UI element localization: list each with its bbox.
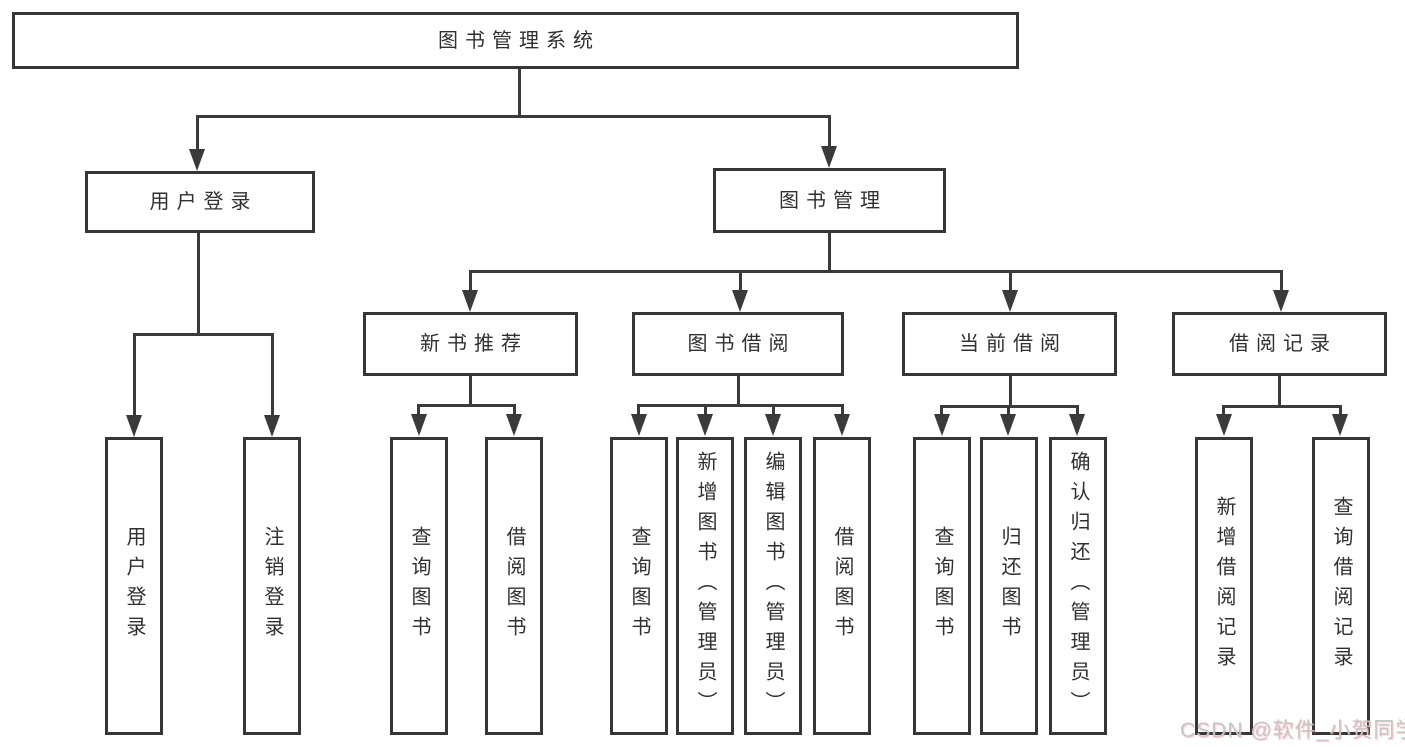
node-book-management-label: 图书管理 [779,189,887,212]
leaf-return-book: 归还图书 [980,437,1038,735]
connector-shaft [637,404,640,417]
arrowhead [697,414,713,436]
root-node-label: 图书管理系统 [438,29,600,52]
leaf-user-login: 用户登录 [105,437,163,735]
node-borrow-record-label: 借阅记录 [1229,333,1337,355]
connector-shaft [940,405,943,417]
leaf-query-borrow-record: 查询借阅记录 [1312,437,1370,735]
arrowhead [462,290,478,312]
arrowhead [934,414,950,436]
connector-user-login-stem [197,232,200,335]
csdn-watermark: CSDN @软件_小贺同学 [1180,719,1405,742]
node-user-login-label: 用户登录 [149,191,258,213]
leaf-label: 新增图书（管理员） [694,451,716,721]
leaf-label: 查询借阅记录 [1330,496,1352,676]
connector-shaft [196,115,199,149]
leaf-label: 查询图书 [931,526,953,646]
arrowhead [1216,414,1232,436]
root-node: 图书管理系统 [12,12,1019,69]
leaf-label: 借阅图书 [503,526,525,646]
leaf-query-books-current: 查询图书 [913,437,971,735]
connector-shaft [1076,405,1079,417]
node-book-borrow-label: 图书借阅 [687,333,796,355]
leaf-label: 新增借阅记录 [1213,496,1235,676]
leaf-query-books-borrow: 查询图书 [610,437,668,735]
arrowhead [1332,414,1348,436]
arrowhead [189,149,205,171]
arrowhead [821,146,837,168]
leaf-label: 注销登录 [261,526,283,646]
leaf-borrow-books-recommend: 借阅图书 [485,437,543,735]
node-book-management: 图书管理 [713,168,946,233]
leaf-label: 编辑图书（管理员） [762,451,784,721]
connector-shaft [1339,405,1342,417]
arrowhead [506,414,522,436]
leaf-label: 归还图书 [998,526,1020,646]
connector-stem [469,375,472,406]
connector-shaft [469,270,472,292]
leaf-label: 借阅图书 [831,526,853,646]
connector-shaft [841,404,844,417]
arrowhead [765,414,781,436]
node-book-borrow: 图书借阅 [632,312,844,376]
leaf-add-book-admin: 新增图书（管理员） [676,437,734,735]
connector-shaft [513,404,516,417]
connector-stem [737,375,740,406]
node-user-login: 用户登录 [85,171,315,233]
connector-splitter [1222,405,1342,408]
leaf-borrow-books: 借阅图书 [813,437,871,735]
arrowhead [411,414,427,436]
arrowhead [1002,290,1018,312]
node-new-book-recommend-label: 新书推荐 [420,333,528,355]
leaf-label: 用户登录 [123,526,145,646]
node-current-borrow-label: 当前借阅 [959,333,1067,355]
arrowhead [264,415,280,437]
connector-shaft [1007,405,1010,417]
connector-shaft [271,333,274,415]
connector-root-stem [518,67,521,117]
connector-shaft [828,115,831,147]
connector-book-mgmt-stem [828,232,831,272]
leaf-edit-book-admin: 编辑图书（管理员） [744,437,802,735]
connector-shaft [1280,270,1283,292]
leaf-add-borrow-record: 新增借阅记录 [1195,437,1253,735]
leaf-label: 确认归还（管理员） [1067,451,1089,721]
connector-stem [1278,375,1281,406]
connector-shaft [704,404,707,417]
connector-shaft [133,333,136,415]
arrowhead [1069,414,1085,436]
node-borrow-record: 借阅记录 [1172,312,1387,376]
leaf-confirm-return-admin: 确认归还（管理员） [1049,437,1107,735]
connector-stem [1009,375,1012,406]
node-new-book-recommend: 新书推荐 [363,312,578,376]
connector-level1-splitter [196,115,831,118]
arrowhead [1000,414,1016,436]
arrowhead [631,414,647,436]
arrowhead [1273,290,1289,312]
arrowhead [834,414,850,436]
arrowhead [732,290,748,312]
arrowhead [126,415,142,437]
connector-shaft [1009,270,1012,292]
connector-level2-splitter [469,270,1283,273]
node-current-borrow: 当前借阅 [902,312,1117,376]
leaf-query-books-recommend: 查询图书 [390,437,448,735]
connector-user-login-splitter [133,333,274,336]
connector-shaft [417,404,420,417]
leaf-logout: 注销登录 [243,437,301,735]
connector-shaft [739,270,742,292]
connector-shaft [772,404,775,417]
connector-shaft [1222,405,1225,417]
leaf-label: 查询图书 [408,526,430,646]
leaf-label: 查询图书 [628,526,650,646]
connector-splitter [637,404,844,407]
connector-splitter [417,404,516,407]
